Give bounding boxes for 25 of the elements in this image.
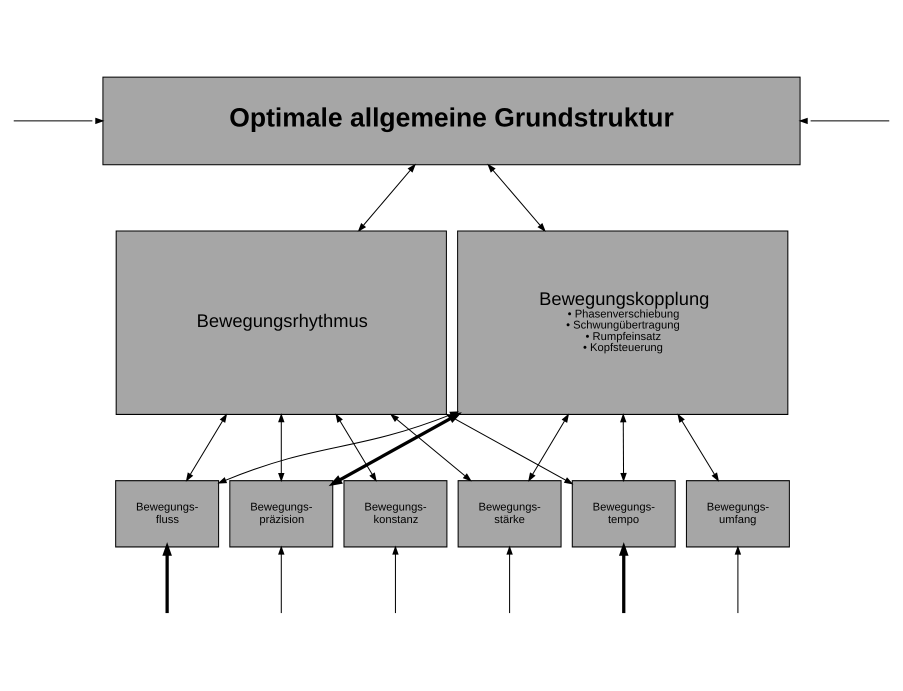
arrow <box>162 542 172 614</box>
arrow <box>278 546 284 614</box>
node-box: Bewegungs- fluss <box>115 480 220 548</box>
node-box: Optimale allgemeine Grundstruktur <box>102 76 801 166</box>
node-box: Bewegungskopplung • Phasenverschiebung • Schwungübertragung • Rumpfeinsatz • Kopfsteuerung <box>457 230 788 415</box>
node-box: Bewegungs- konstanz <box>343 480 448 548</box>
node-box: Bewegungs- umfang <box>686 480 790 548</box>
arrow <box>620 413 627 482</box>
arrow <box>734 546 742 614</box>
arrow <box>506 546 513 614</box>
arrow <box>358 164 416 232</box>
arrow <box>278 413 284 482</box>
arrow <box>392 546 399 614</box>
node-box: Bewegungs- präzision <box>229 480 334 548</box>
arrow <box>186 413 228 482</box>
arrow <box>14 118 104 124</box>
node-box: Bewegungs- stärke <box>458 480 562 548</box>
node-box: Bewegungsrhythmus <box>116 230 447 415</box>
arrow <box>798 118 890 124</box>
arrow <box>618 542 629 614</box>
arrow <box>487 164 546 232</box>
arrow <box>528 413 570 482</box>
arrow <box>335 413 377 482</box>
arrow <box>677 413 720 482</box>
node-box: Bewegungs- tempo <box>572 480 676 548</box>
